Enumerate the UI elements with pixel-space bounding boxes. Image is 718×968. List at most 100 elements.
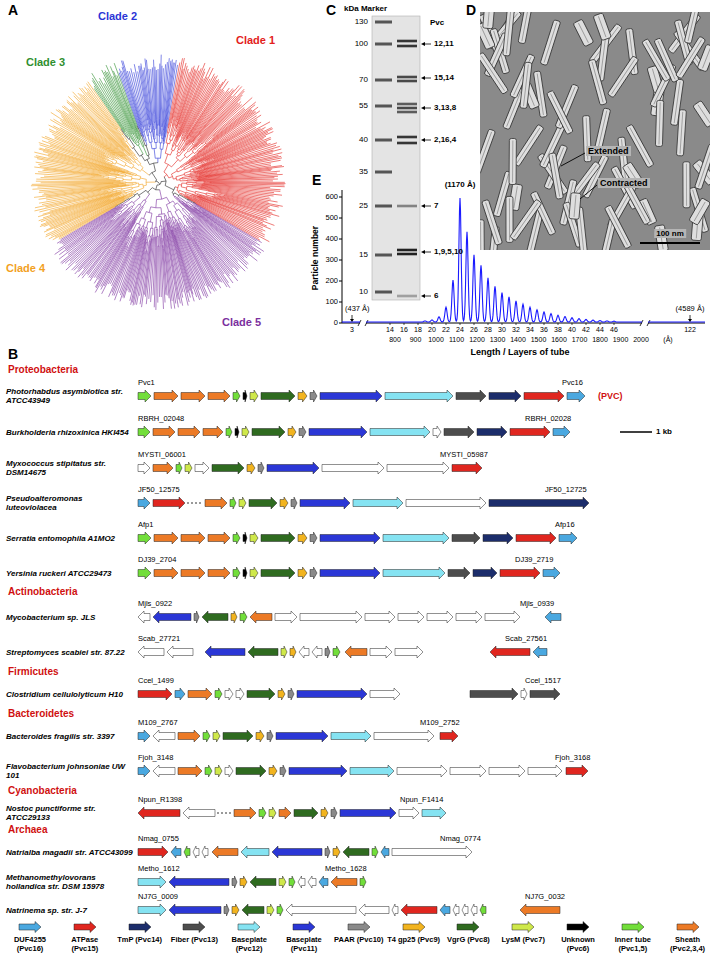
tree-branch bbox=[188, 159, 194, 163]
tree-branch bbox=[187, 180, 194, 181]
tree-branch bbox=[174, 206, 177, 211]
tree-branch bbox=[158, 236, 159, 246]
tree-branch bbox=[170, 150, 172, 155]
tree-branch bbox=[127, 237, 132, 246]
tree-branch bbox=[169, 177, 173, 178]
tree-branch bbox=[158, 214, 159, 216]
band-arrow bbox=[424, 78, 431, 79]
protein-band bbox=[397, 111, 417, 114]
tree-branch bbox=[196, 205, 199, 207]
tree-branch bbox=[156, 181, 158, 182]
tree-branch bbox=[154, 227, 156, 237]
tree-branch bbox=[162, 220, 163, 223]
tree-branch bbox=[154, 238, 155, 245]
tree-branch bbox=[101, 152, 104, 154]
tree-branch bbox=[134, 193, 137, 195]
tree-branch bbox=[179, 209, 184, 216]
band-arrow-head bbox=[421, 138, 425, 142]
tree-branch bbox=[183, 124, 188, 133]
tree-branch bbox=[165, 63, 175, 134]
tree-branch bbox=[175, 193, 179, 196]
tree-branch bbox=[145, 194, 150, 201]
tree-branch bbox=[135, 213, 137, 216]
tree-branch bbox=[127, 145, 129, 147]
protein-band bbox=[397, 205, 417, 208]
tree-branch bbox=[142, 136, 145, 146]
tree-branch bbox=[146, 113, 147, 120]
tree-branch bbox=[187, 184, 193, 185]
tree-branch bbox=[148, 136, 149, 143]
tree-branch bbox=[135, 230, 137, 235]
tree-branch bbox=[115, 126, 118, 129]
tree-branch bbox=[165, 60, 172, 123]
tree-branch bbox=[208, 191, 215, 192]
tree-branch bbox=[166, 133, 168, 143]
tree-branch bbox=[189, 218, 192, 222]
tree-branch bbox=[152, 129, 154, 137]
tree-branch bbox=[152, 173, 157, 180]
tree-branch bbox=[197, 177, 207, 179]
tree-branch bbox=[78, 104, 124, 149]
band-arrow-head bbox=[421, 76, 425, 80]
protein-band bbox=[397, 76, 417, 79]
tree-branch bbox=[168, 212, 170, 218]
tree-branch bbox=[174, 197, 179, 201]
tree-branch bbox=[154, 122, 155, 129]
tree-branch bbox=[173, 126, 176, 136]
tree-branch bbox=[164, 175, 167, 177]
note-arrow bbox=[690, 315, 691, 319]
tree-branch bbox=[182, 210, 189, 218]
tree-branch bbox=[108, 177, 116, 179]
x-tick bbox=[488, 323, 489, 325]
tree-branch bbox=[113, 163, 116, 164]
tree-branch bbox=[155, 216, 157, 227]
tree-branch bbox=[187, 200, 195, 205]
tree-branch bbox=[177, 167, 181, 170]
tree-branch bbox=[192, 142, 194, 144]
tree-branch bbox=[154, 139, 155, 143]
tree-branch bbox=[160, 235, 161, 245]
tree-branch bbox=[126, 145, 128, 148]
tree-branch bbox=[179, 195, 187, 200]
x-tick bbox=[614, 323, 615, 325]
tree-branch bbox=[196, 181, 204, 182]
tree-branch bbox=[217, 194, 224, 195]
tree-branch bbox=[146, 60, 153, 130]
tree-branch bbox=[190, 142, 193, 145]
tree-branch bbox=[206, 193, 214, 195]
tree-branch bbox=[165, 60, 176, 135]
histogram-curve bbox=[342, 321, 360, 322]
tree-branch bbox=[158, 116, 159, 125]
tree-branch bbox=[88, 88, 112, 121]
tree-branch bbox=[190, 164, 192, 165]
tree-branch bbox=[214, 131, 220, 136]
tree-branch bbox=[187, 135, 189, 138]
tree-branch bbox=[126, 156, 131, 160]
band-arrow bbox=[424, 140, 431, 141]
tree-branch bbox=[105, 157, 107, 158]
tree-branch bbox=[132, 186, 139, 188]
tree-branch bbox=[96, 176, 104, 178]
tree-branch bbox=[208, 164, 271, 174]
tree-branch bbox=[202, 184, 212, 186]
tree-branch bbox=[158, 126, 159, 137]
tree-branch bbox=[149, 228, 150, 236]
protein-band bbox=[397, 142, 417, 145]
tree-branch bbox=[183, 136, 186, 140]
x-tick bbox=[544, 323, 545, 325]
tree-branch bbox=[161, 181, 166, 183]
tree-branch bbox=[129, 161, 131, 162]
tree-branch bbox=[194, 180, 205, 181]
protein-band bbox=[397, 80, 417, 83]
tree-branch bbox=[196, 232, 229, 276]
x-tick bbox=[586, 323, 587, 325]
tree-branch bbox=[177, 203, 183, 209]
tree-branch bbox=[124, 139, 126, 141]
tree-branch bbox=[109, 188, 113, 190]
tree-branch bbox=[190, 196, 200, 200]
tree-branch bbox=[142, 169, 149, 175]
tree-branch bbox=[173, 178, 176, 180]
tree-branch bbox=[140, 178, 146, 179]
tree-branch bbox=[89, 234, 120, 277]
tree-branch bbox=[124, 204, 126, 205]
